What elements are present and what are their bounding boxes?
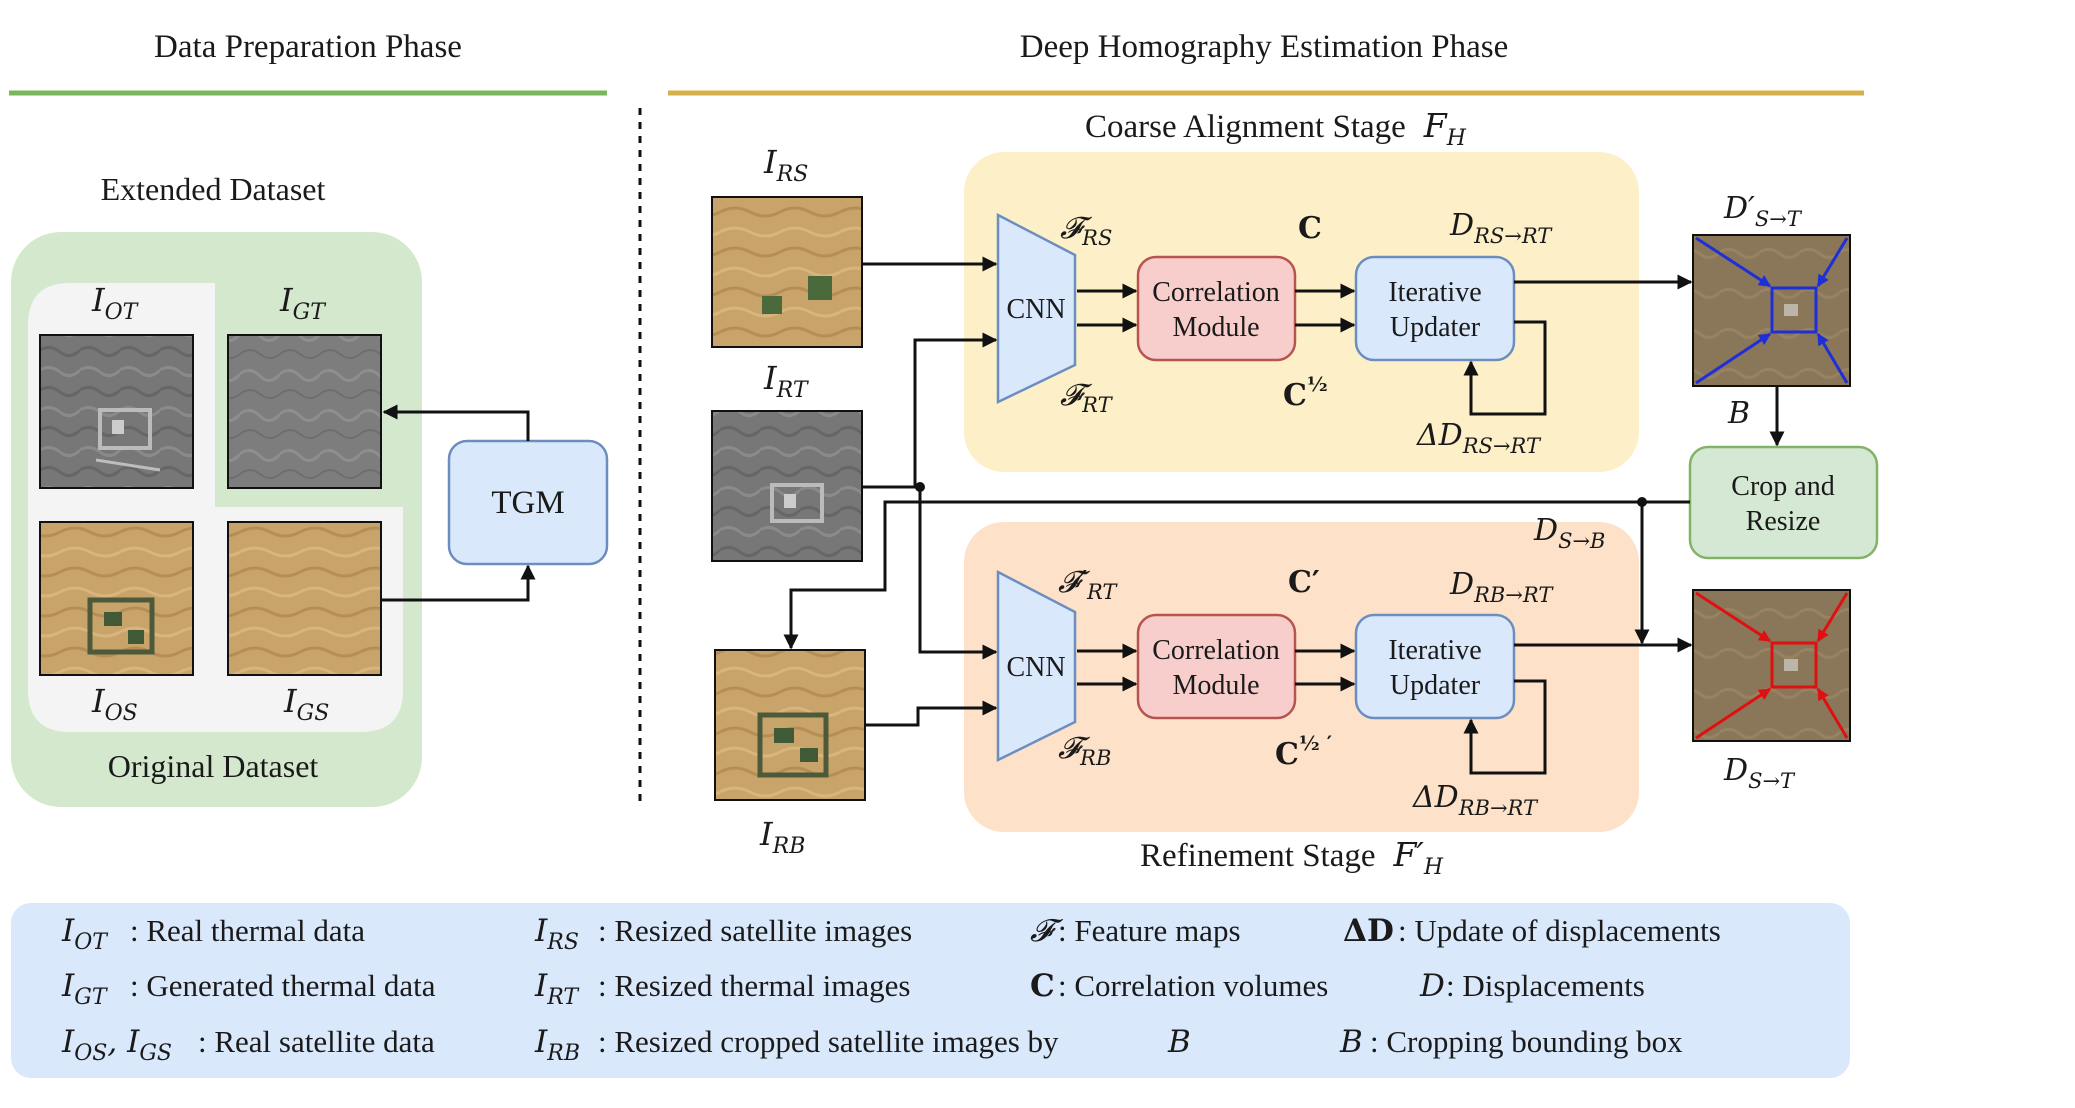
coarse-cnn-block [996, 212, 1077, 404]
refine-correlation-line1: Correlation [1152, 635, 1280, 666]
refine-cnn-label: CNN [1006, 652, 1065, 683]
resized-thermal-image [711, 410, 863, 562]
crop-and-resize-box [1688, 445, 1879, 560]
coarse-warped-output-image [1692, 234, 1851, 387]
label-i-rs: IRS [763, 143, 808, 187]
refine-correlation-line2: Module [1172, 670, 1259, 701]
label-b: B [1727, 396, 1750, 431]
svg-text:IRT: IRT [534, 968, 580, 1010]
refine-correlation-module [1136, 613, 1297, 720]
svg-text:B: B [1339, 1024, 1363, 1060]
refine-cnn-block [996, 569, 1077, 763]
label-i-gs: IGS [283, 682, 329, 726]
generated-thermal-image [227, 334, 382, 489]
coarse-correlation-module [1136, 255, 1297, 362]
svg-text:: Real thermal data: : Real thermal data [130, 913, 365, 948]
refine-displacement: DRB→RT [1449, 567, 1554, 607]
refine-iterative-updater [1354, 613, 1516, 720]
svg-text:: Resized thermal images: : Resized thermal images [598, 968, 910, 1003]
label-i-ot: IOT [91, 281, 140, 325]
extended-dataset-label: Extended Dataset [101, 171, 326, 207]
data-preparation-title: Data Preparation Phase [154, 29, 462, 65]
real-satellite-image-gs [227, 521, 382, 676]
svg-text:: Update of displacements: : Update of displacements [1398, 913, 1721, 948]
rb-to-cnn-arrow [865, 700, 998, 727]
rt-to-refine-cnn-arrow [918, 487, 998, 660]
rt-to-coarse-cnn-arrow [862, 332, 998, 489]
refine-feature-rb: 𝓕RB [1058, 731, 1111, 770]
label-d-s-b: DS→B [1533, 513, 1605, 553]
coarse-displacement: DRS→RT [1449, 208, 1553, 248]
refine-half-correlation: C½ ′ [1275, 731, 1332, 772]
resized-satellite-image [711, 196, 863, 348]
crop-to-rb-line [783, 500, 1690, 650]
legend-row1: IOT : Real thermal data IRS : Resized sa… [61, 913, 1721, 955]
legend-panel [11, 903, 1850, 1078]
label-i-os: IOS [91, 682, 138, 726]
svg-text:: Correlation volumes: : Correlation volumes [1058, 968, 1328, 1003]
svg-text:D: D [1419, 968, 1445, 1004]
legend-row3: IOS, IGS : Real satellite data IRB : Res… [61, 1024, 1683, 1066]
svg-text:: Generated thermal data: : Generated thermal data [130, 968, 436, 1003]
svg-text:IOS, IGS: IOS, IGS [61, 1024, 172, 1066]
svg-text:ΔD: ΔD [1343, 913, 1394, 949]
coarse-correlation-line1: Correlation [1152, 277, 1280, 308]
label-i-rb: IRB [759, 815, 805, 859]
os-to-tgm-arrow [381, 564, 536, 602]
resized-cropped-satellite-image [714, 649, 866, 801]
svg-text:IOT: IOT [61, 913, 109, 955]
svg-text:IRB: IRB [534, 1024, 580, 1066]
coarse-correlation-volume: C [1298, 211, 1322, 246]
svg-text:: Resized cropped satellite i: : Resized cropped satellite images by [598, 1024, 1059, 1059]
refine-updater-line1: Iterative [1388, 635, 1481, 666]
svg-text:: Cropping bounding box: : Cropping bounding box [1370, 1024, 1683, 1059]
svg-text:IGT: IGT [61, 968, 109, 1010]
coarse-updater-line1: Iterative [1388, 277, 1481, 308]
refine-feature-rt: 𝓕′RT [1058, 565, 1118, 604]
refine-updater-line2: Updater [1390, 670, 1481, 701]
original-dataset-label: Original Dataset [108, 748, 319, 784]
coarse-iterative-updater [1354, 255, 1516, 362]
refine-correlation-volume: C′ [1288, 565, 1320, 600]
refine-delta-displacement: ΔDRB→RT [1412, 780, 1539, 820]
coarse-correlation-line2: Module [1172, 312, 1259, 343]
coarse-delta-displacement: ΔDRS→RT [1416, 418, 1542, 458]
crop-line1: Crop and [1731, 471, 1834, 502]
legend-row2: IGT : Generated thermal data IRT : Resiz… [61, 968, 1645, 1010]
svg-text:: Displacements: : Displacements [1446, 968, 1645, 1003]
svg-text:B: B [1167, 1024, 1191, 1060]
crop-line2: Resize [1746, 506, 1821, 537]
final-warped-output-image [1692, 589, 1851, 742]
label-i-rt: IRT [763, 359, 810, 403]
svg-text:C: C [1030, 968, 1055, 1004]
svg-text:: Feature maps: : Feature maps [1058, 913, 1241, 948]
real-satellite-image-os [39, 521, 194, 676]
coarse-updater-line2: Updater [1390, 312, 1481, 343]
tgm-to-generated-arrow [382, 404, 530, 441]
coarse-feature-rt: 𝓕RT [1060, 378, 1114, 417]
refine-feedback-loop [1463, 679, 1547, 775]
coarse-cnn-label: CNN [1006, 294, 1065, 325]
label-d-final: DS→T [1723, 753, 1796, 793]
svg-text:: Real satellite data: : Real satellite data [198, 1024, 435, 1059]
label-d-prime: D′S→T [1723, 191, 1803, 231]
tgm-label: TGM [491, 485, 564, 521]
svg-text:IRS: IRS [534, 913, 579, 955]
svg-text:: Resized satellite images: : Resized satellite images [598, 913, 912, 948]
label-i-gt: IGT [279, 281, 327, 325]
real-thermal-image [39, 334, 194, 489]
coarse-half-correlation: C½ [1283, 372, 1328, 413]
coarse-feedback-loop [1463, 320, 1547, 416]
deep-homography-title: Deep Homography Estimation Phase [1020, 29, 1509, 65]
